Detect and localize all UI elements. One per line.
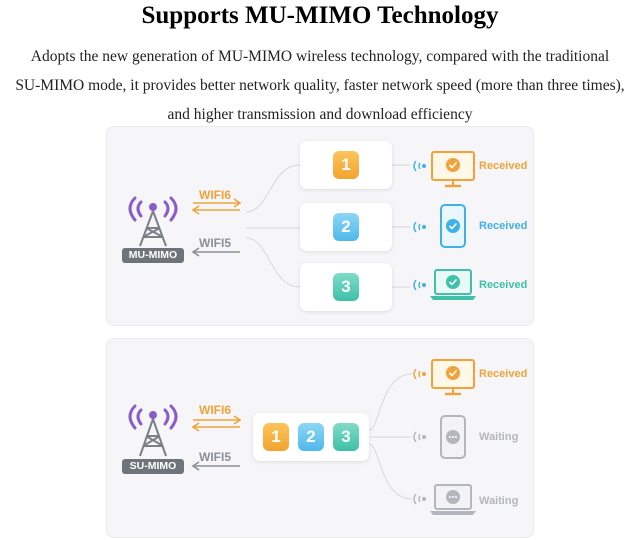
description-line: Adopts the new generation of MU-MIMO wir… <box>30 48 610 65</box>
channel-chip-2: 2 <box>298 423 324 451</box>
channel-card: 1 <box>300 141 392 189</box>
channel-chip-3: 3 <box>333 273 359 301</box>
wifi5-label: WIFI5 <box>199 236 231 250</box>
device-status: Received <box>479 220 528 232</box>
description-line: and higher transmission and download eff… <box>167 106 473 123</box>
device-status: Waiting <box>479 431 519 443</box>
channel-card: 1 2 3 <box>253 413 369 461</box>
device-status: Received <box>479 160 528 172</box>
channel-chip-2: 2 <box>333 213 359 241</box>
mu-mimo-badge: MU-MIMO <box>122 248 184 263</box>
channel-chip-3: 3 <box>333 423 359 451</box>
device-status: Received <box>479 279 528 291</box>
wifi6-label: WIFI6 <box>199 188 231 202</box>
channel-chip-1: 1 <box>263 423 289 451</box>
su-mimo-badge: SU-MIMO <box>122 459 184 474</box>
channel-chip-1: 1 <box>333 151 359 179</box>
device-status: Waiting <box>479 495 519 507</box>
description-line: SU-MIMO mode, it provides better network… <box>15 77 625 94</box>
page-title: Supports MU-MIMO Technology <box>141 2 499 29</box>
channel-card: 2 <box>300 203 392 251</box>
device-status: Received <box>479 368 528 380</box>
wifi6-label: WIFI6 <box>199 403 231 417</box>
description: Adopts the new generation of MU-MIMO wir… <box>14 42 626 129</box>
wifi5-label: WIFI5 <box>199 450 231 464</box>
channel-card: 3 <box>300 263 392 311</box>
